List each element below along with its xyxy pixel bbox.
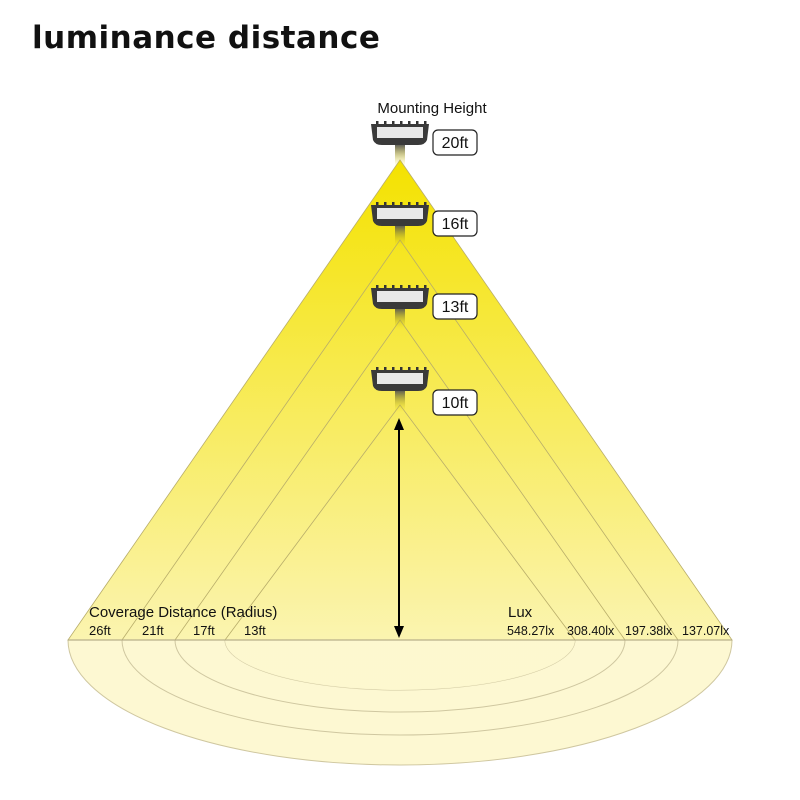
lux-value: 308.40lx (567, 624, 615, 638)
floor-ring (121, 639, 679, 736)
height-badge (432, 389, 478, 416)
mounting-height-label: Mounting Height (377, 100, 487, 117)
height-label: 10ft (442, 395, 469, 412)
lux-label: Lux (508, 604, 533, 621)
lamp-neck (395, 225, 405, 247)
radius-label: 26ft (89, 623, 111, 638)
lamp-fin (384, 121, 387, 126)
lamp-fin (376, 202, 379, 207)
lamp-lens (377, 127, 423, 138)
height-badge (432, 293, 478, 320)
lamp-fin (424, 367, 427, 372)
height-badge (432, 129, 478, 156)
lamp-fin (424, 202, 427, 207)
page-title: luminance distance (32, 20, 381, 56)
lamp-fin (384, 367, 387, 372)
lamp-fin (408, 285, 411, 290)
floor-ring (67, 639, 733, 766)
lamp-fin (384, 285, 387, 290)
lamp-fin (400, 367, 403, 372)
lux-value: 197.38lx (625, 624, 673, 638)
lamp-16ft: 16ft (371, 202, 478, 247)
lamp-20ft: 20ft (371, 121, 478, 166)
lamp-neck (395, 144, 405, 166)
lamp-fin (424, 121, 427, 126)
lamp-fin (424, 285, 427, 290)
lamp-fin (384, 202, 387, 207)
coverage-label: Coverage Distance (Radius) (89, 604, 277, 621)
height-label: 16ft (442, 216, 469, 233)
lamp-fin (392, 121, 395, 126)
lamp-fin (400, 285, 403, 290)
lamp-fin (376, 121, 379, 126)
lamp-fin (416, 202, 419, 207)
height-label: 13ft (442, 299, 469, 316)
lamp-fin (408, 121, 411, 126)
lamp-fin (392, 367, 395, 372)
radius-label: 17ft (193, 623, 215, 638)
lamp-13ft: 13ft (371, 285, 478, 330)
lamp-fin (392, 285, 395, 290)
height-badge (432, 210, 478, 237)
height-label: 20ft (442, 135, 469, 152)
lamp-lens (377, 373, 423, 384)
radius-label: 13ft (244, 623, 266, 638)
lamp-fin (408, 202, 411, 207)
lamp-lens (377, 291, 423, 302)
lamp-10ft: 10ft (371, 367, 478, 416)
arrow-head-up (394, 418, 404, 430)
lamp-fin (416, 121, 419, 126)
lamp-fin (392, 202, 395, 207)
lamp-neck (395, 308, 405, 330)
lux-value: 137.07lx (682, 624, 730, 638)
lamp-lens (377, 208, 423, 219)
lamp-fin (400, 202, 403, 207)
lamp-fin (376, 367, 379, 372)
lamp-fin (400, 121, 403, 126)
lamp-neck (395, 390, 405, 412)
lamp-fin (416, 285, 419, 290)
lamp-fin (408, 367, 411, 372)
lamp-fin (376, 285, 379, 290)
radius-label: 21ft (142, 623, 164, 638)
arrow-head-down (394, 626, 404, 638)
lamp-fin (416, 367, 419, 372)
floor-ring (174, 639, 626, 713)
lux-value: 548.27lx (507, 624, 555, 638)
